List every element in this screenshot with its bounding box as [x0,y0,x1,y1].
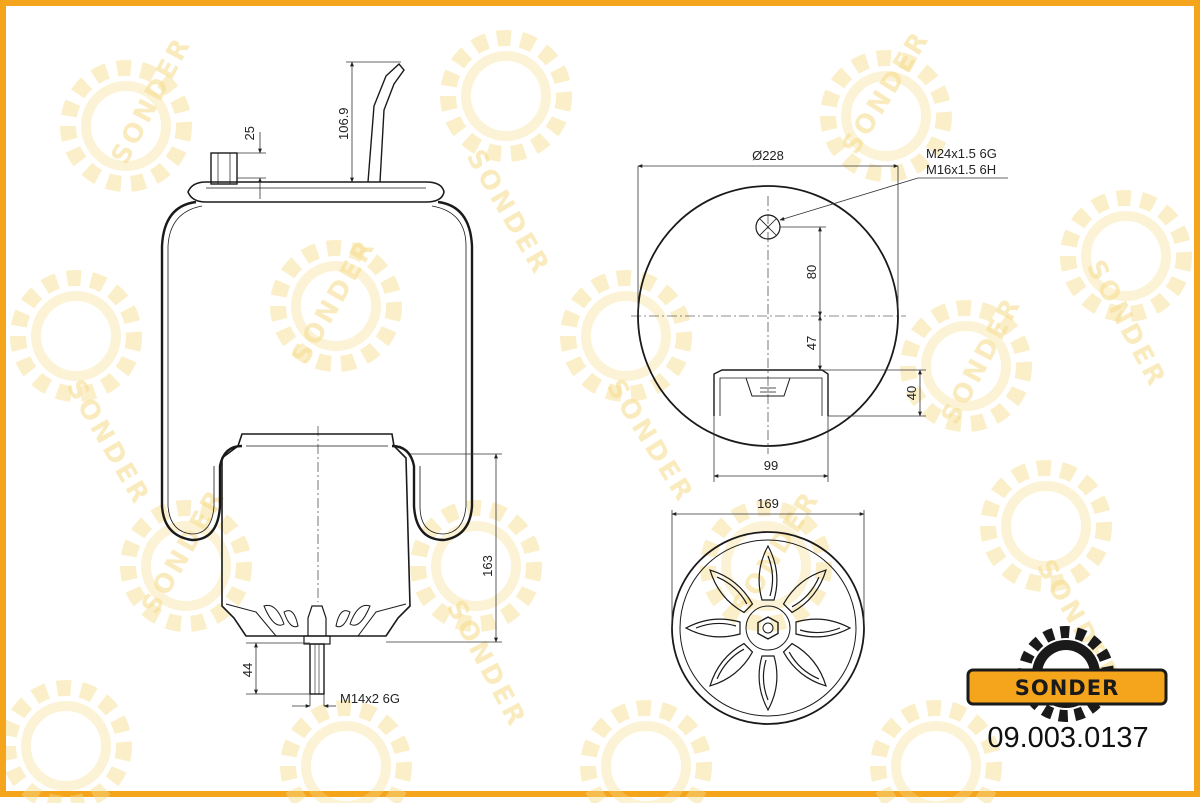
bottom-stud [309,643,325,695]
thread-label-1: M24x1.5 6G [926,146,997,161]
bellows-right [391,200,474,542]
top-view-dimensions [637,164,1008,482]
logo-plate [966,668,1168,706]
part-number: 09.003.0137 [987,722,1148,754]
bottom-view-dimensions [671,510,865,628]
dim-bottom-stud: 44 [240,663,255,677]
top-plate [187,181,445,203]
top-view [631,185,906,454]
dim-40: 40 [904,386,919,400]
watermark-text: SONDER [60,375,156,511]
air-inlet [367,62,405,183]
thread-label-2: M16x1.5 6H [926,162,996,177]
side-view [160,62,474,695]
bottom-thread-label: M14x2 6G [340,691,400,706]
logo-text: SONDER [1015,676,1120,700]
dim-diameter: Ø228 [752,148,784,163]
side-view-dimensions [237,61,502,708]
technical-drawing: SONDER SONDER SONDER SONDER SONDER SONDE… [6,25,1200,803]
bottom-view [671,531,865,725]
side-view-labels: 25 106.9 163 44 M14x2 6G [240,107,495,706]
center-nut [757,616,779,640]
piston-ribs [684,544,852,712]
dim-99: 99 [764,458,778,473]
dim-piston-height: 163 [480,555,495,577]
dim-47: 47 [804,336,819,350]
dim-bottom-diameter: 169 [757,496,779,511]
dim-80: 80 [804,265,819,279]
watermark-text: SONDER [600,374,700,509]
bracket [713,369,829,416]
watermark-text: SONDER [460,145,556,281]
dim-top-stud: 25 [242,126,257,140]
top-stud [210,152,238,185]
dim-inlet: 106.9 [336,107,351,140]
top-view-labels: Ø228 M24x1.5 6G M16x1.5 6H 80 47 40 99 [752,146,997,473]
piston [221,433,411,637]
sonder-logo: SONDER [966,626,1168,722]
